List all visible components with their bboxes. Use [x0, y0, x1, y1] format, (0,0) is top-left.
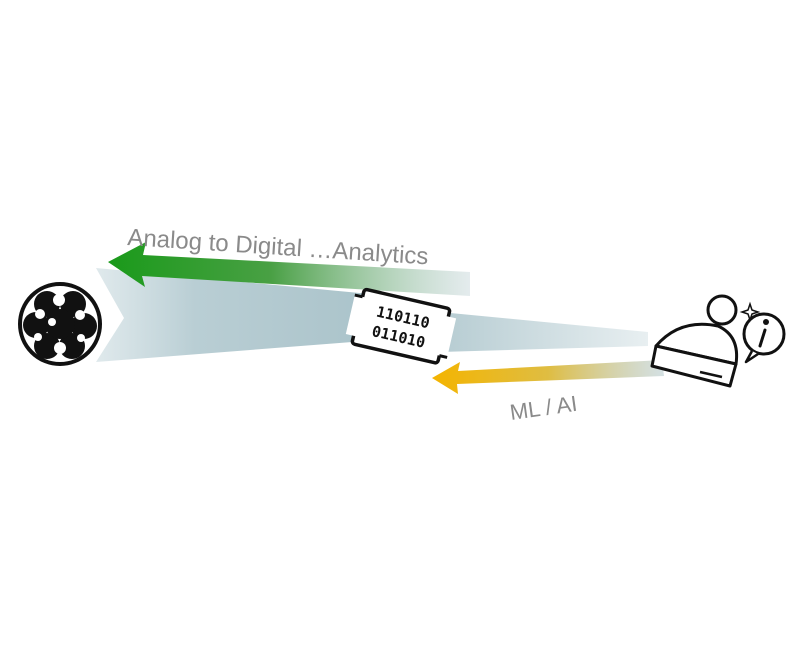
binary-data-icon: 110110 011010: [345, 287, 457, 365]
green-arrow: [108, 242, 470, 296]
bottom-arrow-label: ML / AI: [508, 391, 578, 425]
flow-band-left: [96, 268, 378, 362]
molecule-icon: [18, 282, 102, 366]
yellow-arrow: [432, 360, 664, 394]
user-with-info-icon: [650, 294, 786, 388]
flow-band-right: [440, 312, 648, 352]
